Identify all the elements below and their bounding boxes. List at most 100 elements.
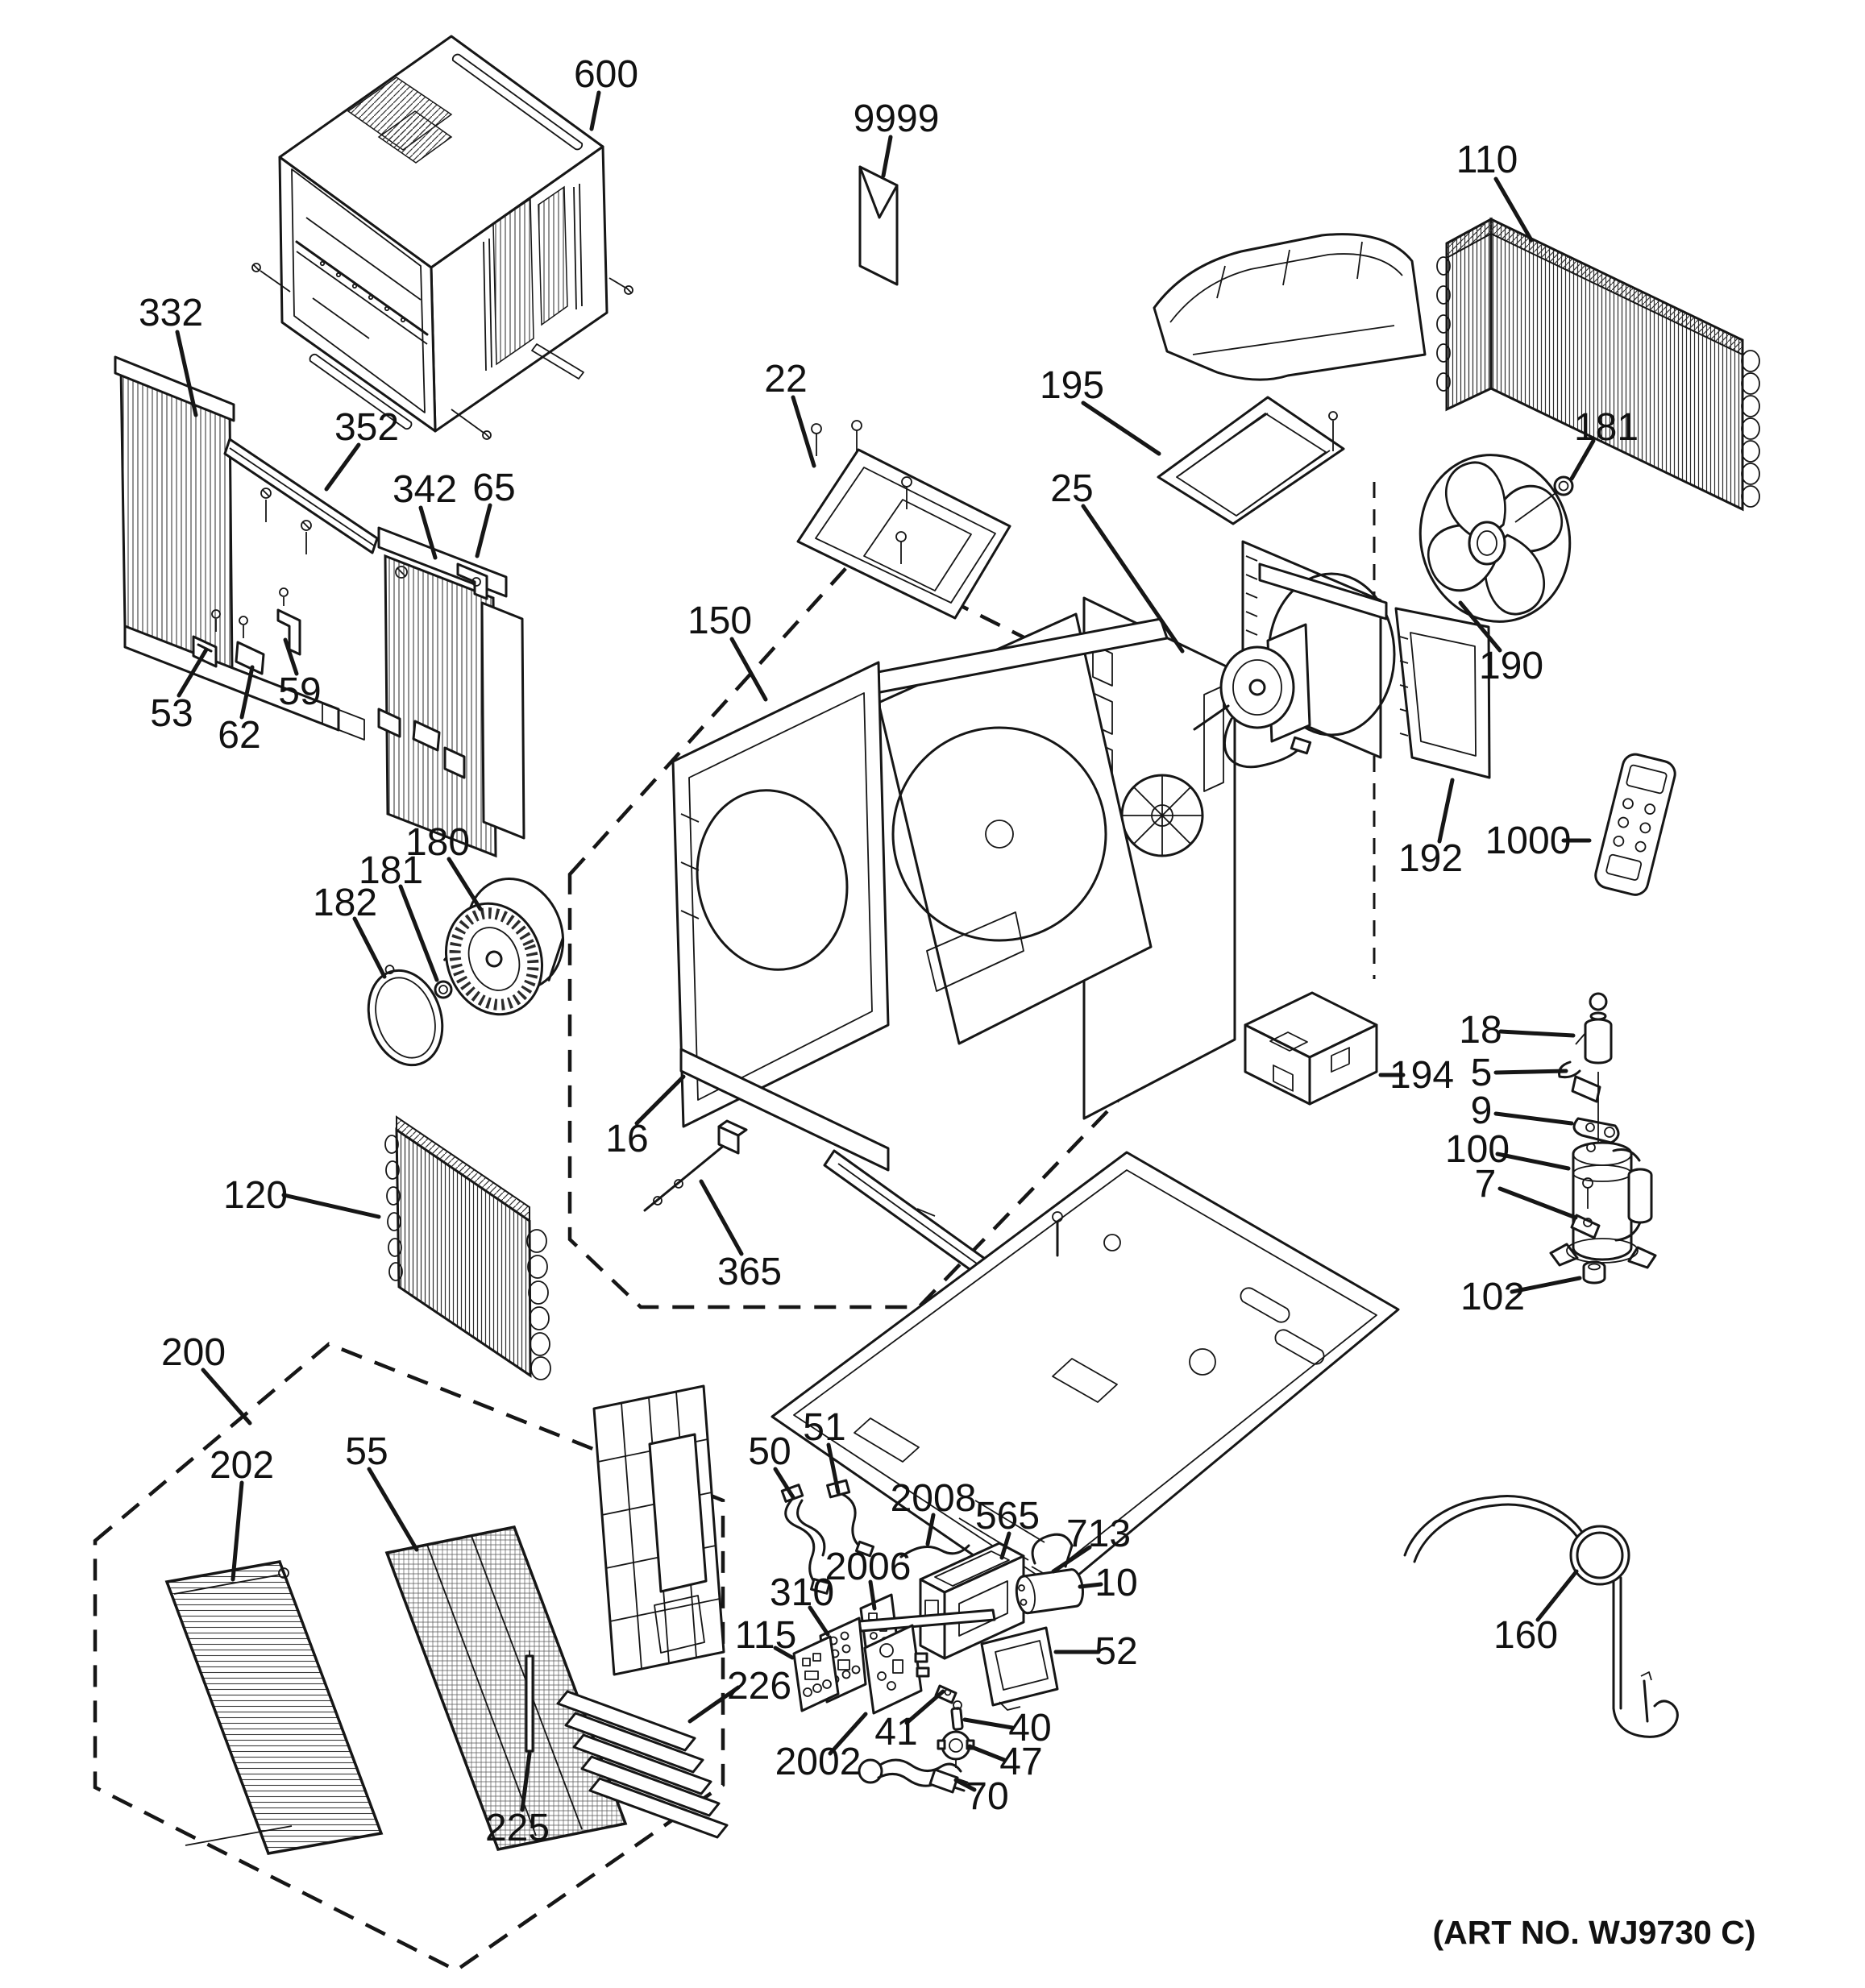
callout-label-25: 25	[1050, 467, 1093, 510]
part-713-strap	[1031, 1533, 1074, 1574]
callout-leader-50	[773, 1467, 795, 1500]
callout-label-181: 181	[1574, 406, 1639, 449]
callout-label-41: 41	[874, 1711, 917, 1754]
callout-leader-9	[1493, 1111, 1574, 1126]
callout-leader-18	[1498, 1029, 1576, 1038]
part-52-cover	[980, 1626, 1059, 1711]
part-190-fan-blade	[1418, 454, 1572, 623]
callout-label-51: 51	[803, 1406, 845, 1449]
callout-label-565: 565	[975, 1495, 1040, 1538]
callout-leader-9999	[881, 135, 893, 178]
callout-leader-120	[281, 1193, 381, 1219]
callout-label-65: 65	[472, 467, 515, 509]
callout-leader-352	[324, 442, 361, 492]
part-55-filter	[384, 1525, 628, 1852]
callout-label-195: 195	[1040, 364, 1104, 407]
callout-label-70: 70	[966, 1775, 1008, 1818]
part-115-faceplate	[792, 1635, 840, 1712]
part-5-clip	[1558, 1060, 1601, 1103]
callout-label-40: 40	[1008, 1707, 1051, 1749]
callout-leader-5	[1493, 1069, 1568, 1075]
part-base-pan	[771, 1151, 1400, 1605]
callout-label-55: 55	[345, 1430, 388, 1473]
callout-leader-100	[1495, 1152, 1571, 1171]
callout-label-160: 160	[1493, 1614, 1558, 1657]
callout-label-47: 47	[999, 1741, 1042, 1783]
callout-leader-22	[791, 395, 816, 468]
callout-label-2006: 2006	[825, 1546, 912, 1588]
callout-label-225: 225	[485, 1807, 550, 1849]
part-150-scroll-housing	[877, 612, 1153, 1045]
callout-leader-365	[699, 1179, 744, 1256]
part-182-ring	[367, 965, 444, 1067]
callout-leader-65	[475, 503, 492, 558]
callout-leader-150	[729, 637, 768, 702]
callout-leader-713	[1051, 1545, 1092, 1574]
callout-leader-192	[1437, 778, 1455, 844]
callout-leader-16	[634, 1074, 686, 1126]
callout-leader-342	[418, 505, 438, 560]
callout-leader-41	[904, 1689, 945, 1725]
callout-leader-200	[201, 1368, 252, 1426]
group-200-outline	[93, 1342, 725, 1973]
callout-leader-226	[687, 1685, 741, 1724]
callout-label-2008: 2008	[891, 1477, 977, 1520]
callout-label-190: 190	[1479, 645, 1543, 687]
part-194-motor-support	[1244, 991, 1378, 1106]
part-50-harness	[780, 1484, 831, 1595]
callout-label-52: 52	[1094, 1630, 1137, 1673]
callout-leader-59	[283, 637, 299, 676]
callout-label-200: 200	[161, 1331, 226, 1374]
callout-label-62: 62	[218, 714, 260, 757]
cabinet-screws	[251, 263, 633, 440]
group-150-outline	[567, 552, 1173, 1309]
callout-label-310: 310	[770, 1571, 834, 1614]
part-70-power-cord	[858, 1758, 969, 1794]
part-deflector-cover	[1153, 233, 1427, 381]
callout-label-110: 110	[1456, 139, 1518, 181]
callout-label-2002: 2002	[775, 1741, 862, 1783]
part-110-condenser-coil	[1436, 217, 1760, 512]
part-600-cabinet	[251, 35, 633, 440]
callout-label-192: 192	[1398, 837, 1463, 880]
part-16-front-frame	[671, 661, 890, 1172]
part-226-louvers	[556, 1690, 729, 1839]
callout-leader-332	[175, 330, 198, 417]
callout-leader-2002	[828, 1712, 868, 1756]
callout-leader-10	[1078, 1582, 1103, 1589]
callout-label-120: 120	[223, 1174, 288, 1217]
callout-label-194: 194	[1389, 1054, 1454, 1097]
callout-label-342: 342	[393, 468, 457, 511]
callout-label-9999: 9999	[854, 98, 940, 140]
part-2008-wire	[899, 1544, 970, 1558]
callout-label-713: 713	[1066, 1513, 1131, 1555]
callout-label-180: 180	[405, 821, 470, 864]
callout-label-16: 16	[605, 1118, 648, 1160]
callout-leader-115	[773, 1646, 795, 1660]
callout-label-202: 202	[210, 1444, 274, 1487]
part-10-capacitor	[1015, 1568, 1084, 1615]
part-202-front-grille	[164, 1560, 384, 1855]
callout-label-50: 50	[748, 1430, 791, 1473]
callout-label-150: 150	[687, 600, 752, 642]
art-number: (ART NO. WJ9730 C)	[1433, 1914, 1756, 1951]
part-332-curtain-left	[114, 355, 365, 741]
callout-label-10: 10	[1094, 1562, 1137, 1604]
callout-label-1000: 1000	[1485, 820, 1572, 862]
part-9999-literature-envelope	[858, 165, 899, 286]
shelf-perforations	[319, 260, 406, 323]
callout-label-102: 102	[1460, 1276, 1525, 1318]
callout-label-600: 600	[574, 53, 638, 96]
callout-leader-70	[953, 1778, 977, 1792]
callout-label-18: 18	[1459, 1009, 1502, 1052]
part-352-seal-strip	[223, 438, 408, 579]
part-181-fan-nut	[1514, 475, 1574, 523]
part-180-blower-wheel	[443, 878, 565, 1016]
part-22-shroud-plate	[796, 420, 1011, 620]
callout-label-352: 352	[334, 406, 399, 449]
callout-leader-51	[826, 1442, 841, 1495]
callout-label-332: 332	[139, 292, 203, 334]
callout-label-53: 53	[150, 692, 193, 735]
